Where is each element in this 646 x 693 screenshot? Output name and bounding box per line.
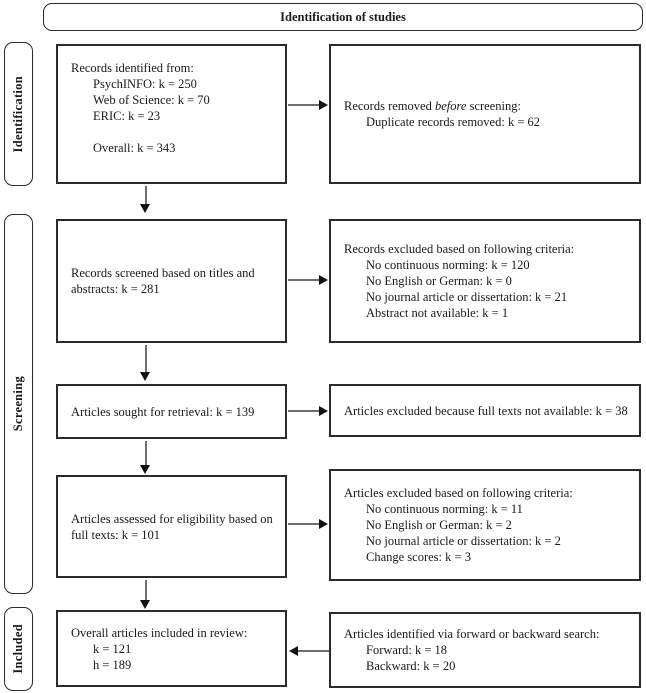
list-line: PsychINFO: k = 250 [93, 77, 197, 91]
arrow-to-records-excluded-stem [288, 279, 319, 281]
list-line: h = 189 [93, 657, 132, 672]
list-line: No continuous norming: k = 120 [366, 258, 530, 272]
list-line: Abstract not available: k = 1 [366, 306, 509, 320]
box-overall-included-title: Overall articles included in review: [71, 625, 248, 640]
diagram-title: Identification of studies [280, 9, 406, 24]
arrow-to-criteria-excluded-stem [288, 523, 319, 525]
box-records-removed: Records removed before screening: Duplic… [329, 44, 641, 184]
arrow-right-icon [319, 100, 328, 110]
arrow-to-fulltext-excluded-stem [288, 410, 319, 412]
list-line: No journal article or dissertation: k = … [366, 290, 568, 304]
box-records-excluded: Records excluded based on following crit… [329, 219, 641, 343]
arrow-down-icon [140, 204, 150, 213]
box-forward-backward-items: Forward: k = 18 Backward: k = 20 [366, 642, 631, 674]
records-removed-title-post: screening: [466, 99, 521, 113]
stage-included: Included [4, 607, 33, 691]
box-records-screened: Records screened based on titles and abs… [56, 219, 287, 343]
records-removed-title-italic: before [434, 99, 467, 113]
stage-included-label: Included [11, 624, 25, 674]
box-articles-sought: Articles sought for retrieval: k = 139 [56, 384, 287, 439]
box-articles-excluded-fulltext: Articles excluded because full texts not… [329, 384, 641, 437]
list-line: k = 121 [93, 641, 132, 656]
arrow-down-icon [140, 465, 150, 474]
arrow-from-forward-backward-stem [298, 650, 329, 652]
stage-screening: Screening [4, 214, 33, 594]
list-line: No journal article or dissertation: k = … [366, 534, 561, 548]
arrow-screened-to-sought-stem [145, 345, 147, 373]
arrow-sought-to-assessed-stem [145, 441, 147, 466]
box-records-excluded-items: No continuous norming: k = 120 No English… [366, 257, 631, 321]
list-line: ERIC: k = 23 [93, 109, 161, 123]
list-line: Duplicate records removed: k = 62 [366, 115, 541, 129]
stage-screening-label: Screening [11, 376, 25, 432]
list-line: Forward: k = 18 [366, 643, 447, 657]
stage-identification: Identification [4, 42, 33, 186]
box-articles-excluded-criteria-title: Articles excluded based on following cri… [344, 486, 573, 500]
arrow-right-icon [319, 275, 328, 285]
box-records-identified: Records identified from: PsychINFO: k = … [56, 44, 287, 184]
box-records-removed-items: Duplicate records removed: k = 62 [366, 114, 631, 130]
arrow-identified-to-screened-stem [145, 186, 147, 205]
arrow-to-records-removed-stem [288, 104, 319, 106]
box-overall-included: Overall articles included in review: k =… [56, 610, 287, 687]
arrow-right-icon [319, 519, 328, 529]
arrow-left-icon [289, 646, 298, 656]
list-line: Change scores: k = 3 [366, 550, 471, 564]
box-articles-excluded-fulltext-text: Articles excluded because full texts not… [344, 403, 628, 418]
list-line: Web of Science: k = 70 [93, 93, 210, 107]
list-line: No continuous norming: k = 11 [366, 502, 523, 516]
list-line: Backward: k = 20 [366, 659, 456, 673]
box-articles-excluded-criteria: Articles excluded based on following cri… [329, 469, 641, 581]
box-forward-backward-title: Articles identified via forward or backw… [344, 627, 600, 641]
list-line: No English or German: k = 0 [366, 274, 512, 288]
records-removed-title-pre: Records removed [344, 99, 435, 113]
box-articles-excluded-criteria-items: No continuous norming: k = 11 No English … [366, 501, 631, 565]
arrow-down-icon [140, 372, 150, 381]
box-articles-sought-text: Articles sought for retrieval: k = 139 [71, 404, 255, 419]
list-line: No English or German: k = 2 [366, 518, 512, 532]
arrow-down-icon [140, 600, 150, 609]
box-records-screened-text: Records screened based on titles and abs… [71, 266, 255, 296]
stage-identification-label: Identification [11, 75, 25, 153]
diagram-title-banner: Identification of studies [43, 3, 643, 31]
box-records-identified-title: Records identified from: [71, 61, 194, 75]
box-records-identified-overall: Overall: k = 343 [93, 141, 176, 155]
box-records-removed-title: Records removed before screening: [344, 98, 631, 114]
arrow-assessed-to-included-stem [145, 580, 147, 601]
box-articles-assessed: Articles assessed for eligibility based … [56, 475, 287, 578]
box-records-excluded-title: Records excluded based on following crit… [344, 242, 575, 256]
box-articles-assessed-text: Articles assessed for eligibility based … [71, 511, 273, 542]
arrow-right-icon [319, 406, 328, 416]
spacer [71, 124, 277, 140]
box-forward-backward: Articles identified via forward or backw… [329, 612, 641, 688]
